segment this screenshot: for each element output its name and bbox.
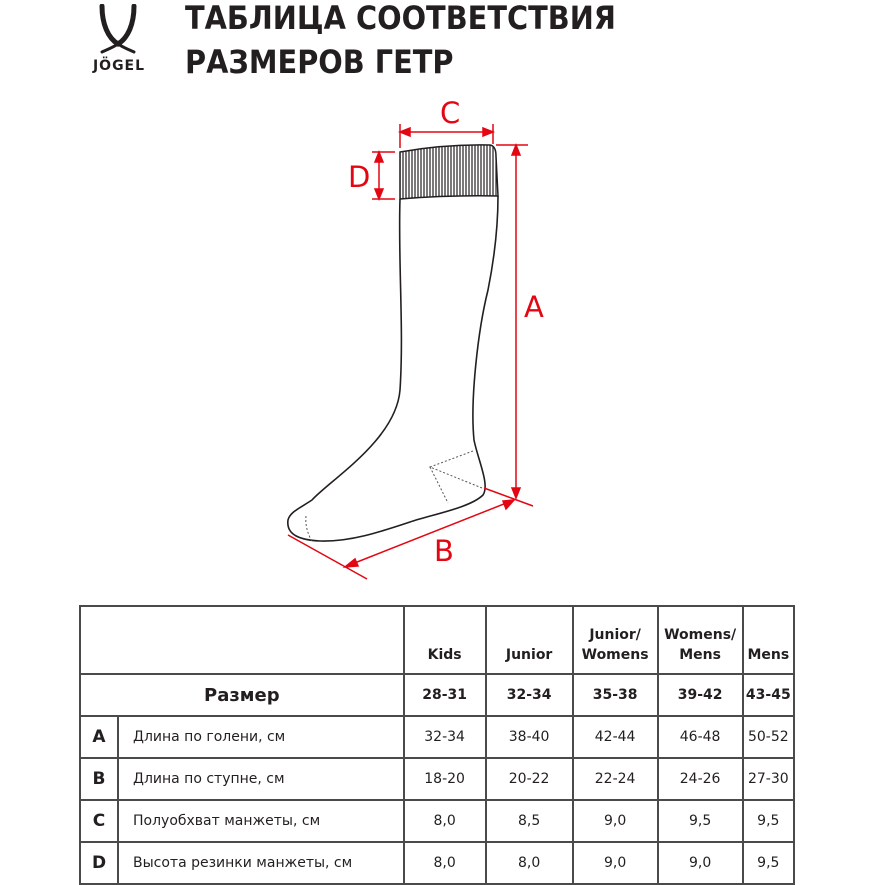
row-description: Полуобхват манжеты, см	[117, 799, 405, 843]
brand-name: JÖGEL	[92, 58, 146, 74]
cell-value: 8,0	[484, 841, 574, 885]
size-label: Размер	[79, 673, 405, 717]
column-header: Junior/Womens	[571, 605, 659, 675]
column-header: Junior	[484, 605, 574, 675]
size-value: 35-38	[571, 673, 659, 717]
jogel-x-logo-icon	[99, 4, 137, 54]
row-description: Длина по голени, см	[117, 715, 405, 759]
row-letter: B	[79, 757, 119, 801]
cell-value: 9,5	[656, 799, 744, 843]
cell-value: 9,0	[656, 841, 744, 885]
cell-value: 9,0	[571, 799, 659, 843]
size-value: 32-34	[484, 673, 574, 717]
cell-value: 8,0	[402, 799, 487, 843]
dimension-label-a: A	[524, 290, 544, 324]
cell-value: 8,5	[484, 799, 574, 843]
size-value: 39-42	[656, 673, 744, 717]
dimension-label-c: C	[440, 96, 461, 130]
table-row: C Полуобхват манжеты, см 8,0 8,5 9,0 9,5…	[79, 799, 796, 843]
table-row: D Высота резинки манжеты, см 8,0 8,0 9,0…	[79, 841, 796, 885]
sock-illustration	[287, 124, 534, 580]
column-header: Kids	[402, 605, 487, 675]
size-table: Kids Junior Junior/Womens Womens/Mens Me…	[79, 605, 796, 885]
row-letter: C	[79, 799, 119, 843]
cell-value: 22-24	[571, 757, 659, 801]
cell-value: 46-48	[656, 715, 744, 759]
title-line-2: РАЗМЕРОВ ГЕТР	[185, 43, 454, 81]
cell-value: 8,0	[402, 841, 487, 885]
cell-value: 9,5	[741, 799, 796, 843]
cell-value: 9,0	[571, 841, 659, 885]
column-header: Mens	[741, 605, 796, 675]
brand-logo: JÖGEL	[78, 4, 158, 76]
size-value: 43-45	[741, 673, 796, 717]
row-letter: A	[79, 715, 119, 759]
table-header-row: Kids Junior Junior/Womens Womens/Mens Me…	[79, 605, 796, 675]
cell-value: 20-22	[484, 757, 574, 801]
cell-value: 9,5	[741, 841, 796, 885]
size-row: Размер 28-31 32-34 35-38 39-42 43-45	[79, 673, 796, 717]
row-description: Высота резинки манжеты, см	[117, 841, 405, 885]
header-empty-cell	[79, 605, 405, 675]
row-description: Длина по ступне, см	[117, 757, 405, 801]
row-letter: D	[79, 841, 119, 885]
cuff-ribbing	[399, 144, 499, 200]
sock-diagram: C D A B	[287, 96, 544, 580]
table-row: B Длина по ступне, см 18-20 20-22 22-24 …	[79, 757, 796, 801]
dimension-label-d: D	[348, 160, 371, 194]
size-value: 28-31	[402, 673, 487, 717]
cell-value: 18-20	[402, 757, 487, 801]
cell-value: 38-40	[484, 715, 574, 759]
cell-value: 50-52	[741, 715, 796, 759]
page-title: ТАБЛИЦА СООТВЕТСТВИЯ РАЗМЕРОВ ГЕТР	[185, 0, 616, 84]
title-line-1: ТАБЛИЦА СООТВЕТСТВИЯ	[185, 0, 616, 37]
column-header: Womens/Mens	[656, 605, 744, 675]
cell-value: 32-34	[402, 715, 487, 759]
cell-value: 42-44	[571, 715, 659, 759]
table-row: A Длина по голени, см 32-34 38-40 42-44 …	[79, 715, 796, 759]
cell-value: 24-26	[656, 757, 744, 801]
sock-outline	[287, 195, 499, 542]
dimension-label-b: B	[434, 534, 454, 568]
dimension-lines	[287, 124, 534, 580]
cell-value: 27-30	[741, 757, 796, 801]
